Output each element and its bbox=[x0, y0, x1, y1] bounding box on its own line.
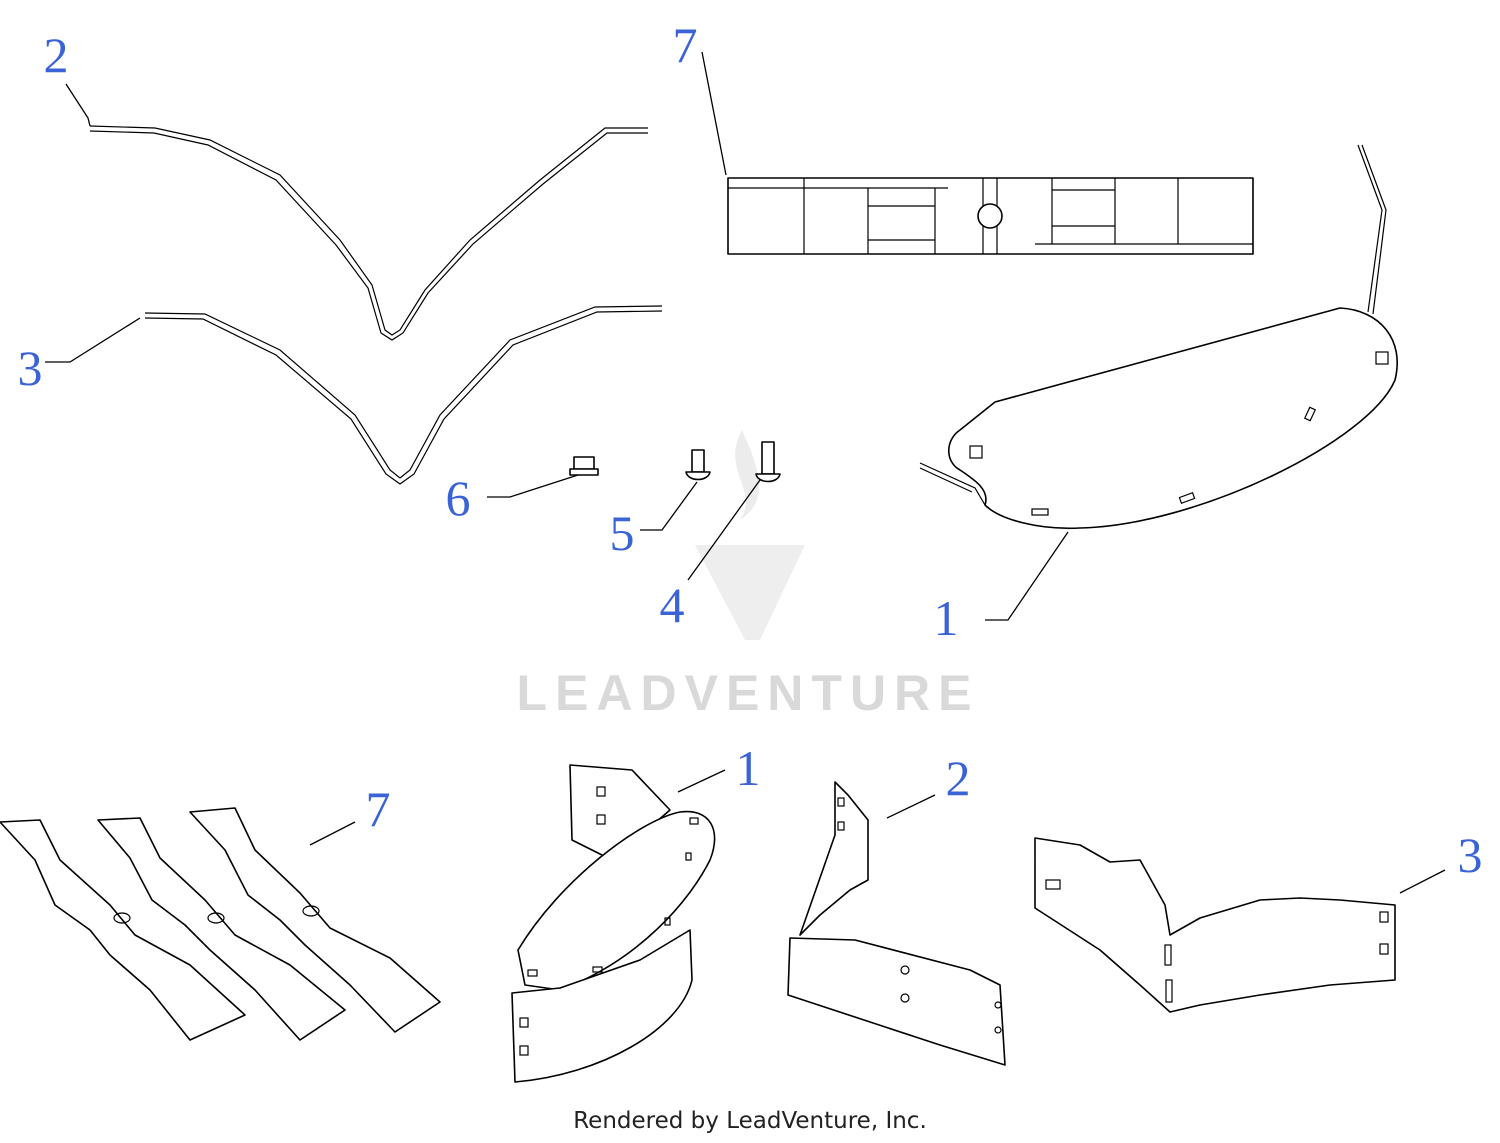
callout-7-bottom: 7 bbox=[366, 781, 391, 837]
leadventure-watermark: LEADVENTURE bbox=[516, 430, 979, 721]
part-2-bracket-bottom bbox=[787, 781, 1006, 1066]
part-4-bolt bbox=[755, 441, 781, 483]
part-7-blades-bottom bbox=[0, 807, 441, 1041]
blade-3 bbox=[189, 807, 441, 1033]
part-3-rod-top bbox=[144, 305, 663, 485]
footer-credit: Rendered by LeadVenture, Inc. bbox=[573, 1108, 927, 1134]
part-3-bracket-bottom bbox=[1034, 837, 1396, 1013]
blade-1 bbox=[0, 819, 246, 1041]
part-1-baffle-bottom bbox=[511, 764, 716, 1083]
watermark-flame-icon bbox=[735, 430, 760, 520]
blade-2 bbox=[97, 817, 346, 1041]
part-7-blade-top-view bbox=[727, 177, 1254, 255]
callout-5: 5 bbox=[610, 505, 635, 561]
callout-1-bottom: 1 bbox=[736, 740, 761, 796]
callout-4: 4 bbox=[660, 577, 685, 633]
watermark-text: LEADVENTURE bbox=[516, 665, 979, 721]
callout-7-top: 7 bbox=[673, 17, 698, 73]
callout-2-top: 2 bbox=[44, 27, 69, 83]
watermark-v-logo bbox=[695, 545, 805, 640]
part-2-rod-top bbox=[89, 125, 648, 341]
callout-2-bottom: 2 bbox=[946, 750, 971, 806]
callout-6: 6 bbox=[446, 470, 471, 526]
part-1-baffle-top bbox=[919, 144, 1398, 530]
callout-3-bottom: 3 bbox=[1458, 827, 1483, 883]
callout-1-top: 1 bbox=[934, 590, 959, 646]
leader-lines bbox=[45, 51, 1446, 894]
part-5-bolt bbox=[685, 449, 711, 481]
callout-3-top: 3 bbox=[18, 340, 43, 396]
part-6-nut bbox=[569, 456, 599, 476]
